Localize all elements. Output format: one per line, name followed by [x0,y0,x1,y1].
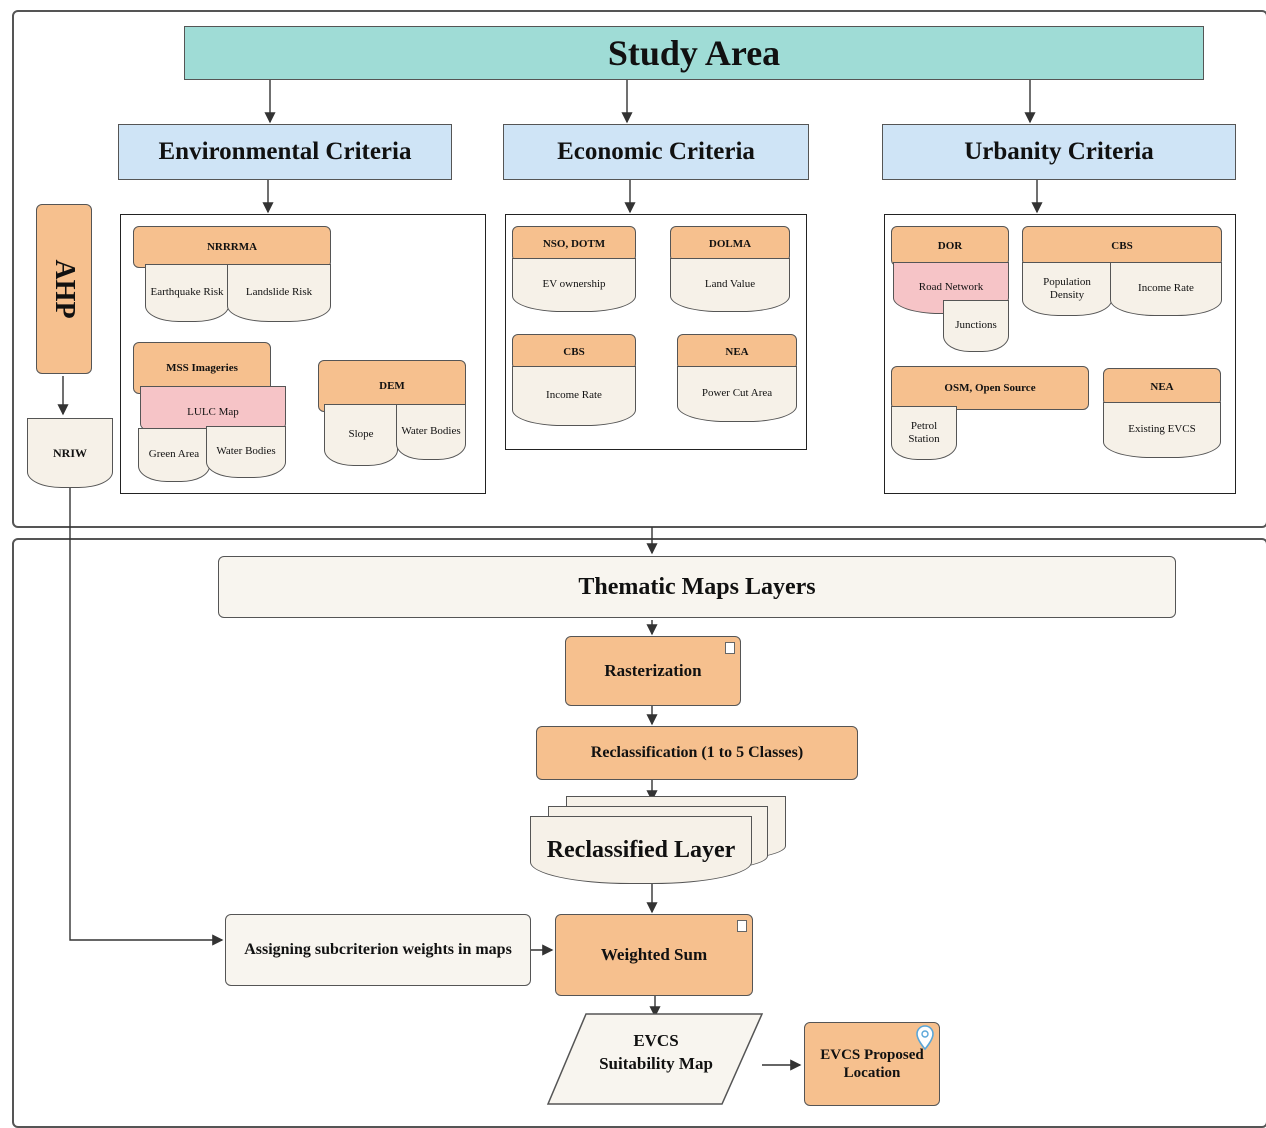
dem-source: DEM [318,360,466,412]
land-value-label: Land Value [704,278,756,291]
urbanity-nea-source: NEA [1103,368,1221,406]
nriw-label: NRIW [52,445,87,460]
green-area-label: Green Area [148,448,200,461]
earthquake-risk-doc: Earthquake Risk [145,264,229,322]
economic-cbs-source: CBS [512,334,636,370]
land-value-doc: Land Value [670,258,790,312]
urbanity-cbs-label: CBS [1111,239,1133,252]
suitability-map-line1: EVCS [633,1031,679,1050]
assigning-weights-label: Assigning subcriterion weights in maps [244,941,512,958]
nso-dotm-source: NSO, DOTM [512,226,636,262]
water-bodies-doc: Water Bodies [206,426,286,478]
assigning-weights-box: Assigning subcriterion weights in maps [225,914,531,986]
proposed-location-line2: Location [843,1065,901,1081]
population-density-doc: Population Density [1022,262,1112,316]
reclassified-layer-label: Reclassified Layer [546,836,736,863]
suitability-map-text: EVCS Suitability Map [586,1030,726,1076]
urbanity-nea-label: NEA [1150,380,1174,393]
thematic-maps-box: Thematic Maps Layers [218,556,1176,618]
economic-nea-source: NEA [677,334,797,370]
proposed-location-line1: EVCS Proposed [820,1047,924,1063]
dolma-source: DOLMA [670,226,790,262]
petrol-station-label: Petrol Station [908,419,940,445]
economic-cbs-label: CBS [563,345,585,358]
dem-label: DEM [379,379,405,392]
dor-source: DOR [891,226,1009,266]
urbanity-income-doc: Income Rate [1110,262,1222,316]
urbanity-criteria-box: Urbanity Criteria [882,124,1236,180]
reclassified-layer-doc: Reclassified Layer [530,816,752,884]
dem-water-bodies-label: Water Bodies [401,425,461,438]
environmental-criteria-box: Environmental Criteria [118,124,452,180]
landslide-risk-doc: Landslide Risk [227,264,331,322]
urbanity-income-label: Income Rate [1138,282,1194,295]
study-area-title: Study Area [607,33,781,73]
nrrma-label: NRRRMA [206,240,258,253]
nriw-document: NRIW [27,418,113,488]
water-bodies-label: Water Bodies [216,445,276,458]
top-panel [12,10,1266,528]
slope-doc: Slope [324,404,398,466]
economic-income-label: Income Rate [546,389,602,402]
urbanity-cbs-source: CBS [1022,226,1222,266]
economic-nea-label: NEA [725,345,749,358]
existing-evcs-doc: Existing EVCS [1103,402,1221,458]
arrow-nriw-assign [69,472,224,946]
junctions-label: Junctions [955,319,997,332]
suitability-map-shape [546,1013,764,1105]
ahp-label: AHP [49,259,80,319]
rasterization-box: Rasterization [565,636,741,706]
nso-dotm-label: NSO, DOTM [542,237,606,250]
economic-criteria-box: Economic Criteria [503,124,809,180]
slope-label: Slope [348,428,374,441]
lulc-map-label: LULC Map [187,406,239,419]
osm-source: OSM, Open Source [891,366,1089,410]
dolma-label: DOLMA [708,237,752,250]
landslide-risk-label: Landslide Risk [245,286,313,299]
ev-ownership-doc: EV ownership [512,258,636,312]
rasterization-label: Rasterization [604,660,702,680]
location-pin-icon [916,1025,934,1051]
urbanity-criteria-label: Urbanity Criteria [964,138,1154,165]
green-area-doc: Green Area [138,428,210,482]
environmental-criteria-label: Environmental Criteria [158,138,412,165]
ev-ownership-label: EV ownership [542,278,606,291]
ahp-box: AHP [36,204,92,374]
economic-income-doc: Income Rate [512,366,636,426]
power-cut-label: Power Cut Area [701,387,773,400]
reclassification-label: Reclassification (1 to 5 Classes) [590,744,804,762]
population-density-label: Population Density [1043,275,1091,301]
economic-criteria-label: Economic Criteria [557,138,755,165]
road-network-label: Road Network [918,281,984,294]
junctions-doc: Junctions [943,300,1009,352]
power-cut-doc: Power Cut Area [677,366,797,422]
thematic-maps-label: Thematic Maps Layers [578,573,816,600]
proposed-location-box: EVCS Proposed Location [804,1022,940,1106]
dem-water-bodies-doc: Water Bodies [396,404,466,460]
study-area-box: Study Area [184,26,1204,80]
weighted-sum-label: Weighted Sum [600,944,708,964]
osm-label: OSM, Open Source [944,381,1036,394]
mss-imageries-label: MSS Imageries [166,361,238,374]
petrol-station-doc: Petrol Station [891,406,957,460]
bookmark-icon [725,642,735,654]
nrrma-source: NRRRMA [133,226,331,268]
suitability-map-line2: Suitability Map [599,1053,713,1073]
existing-evcs-label: Existing EVCS [1128,423,1196,436]
earthquake-risk-label: Earthquake Risk [150,286,224,299]
dor-label: DOR [937,239,963,252]
bookmark-icon [737,920,747,932]
reclassification-box: Reclassification (1 to 5 Classes) [536,726,858,780]
weighted-sum-box: Weighted Sum [555,914,753,996]
